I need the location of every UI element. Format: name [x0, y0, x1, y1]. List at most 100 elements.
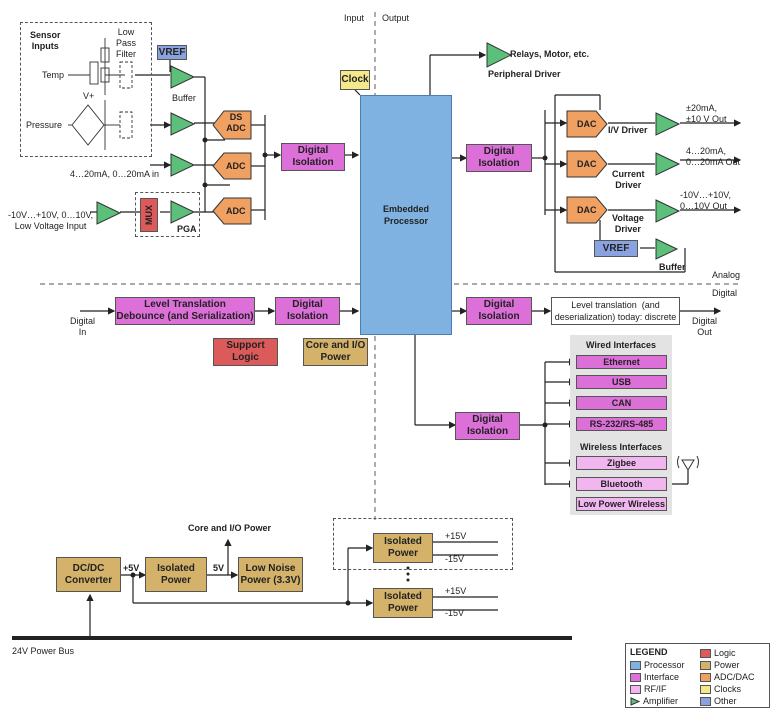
dac-label: DAC [577, 159, 597, 169]
buffer-input-label: Buffer [172, 93, 196, 103]
vref-output-block: VREF [594, 240, 638, 257]
legend-processor: Processor [630, 660, 685, 670]
isolated-power-block: Isolated Power [373, 588, 433, 618]
adc-dac-swatch-icon [700, 672, 711, 682]
voltage-input-label: -10V…+10V, 0…10V, Low Voltage Input [8, 210, 94, 231]
dac-shape [566, 150, 608, 178]
wired-interfaces-title: Wired Interfaces [586, 340, 656, 350]
plus5v-label: +5V [123, 563, 140, 573]
peripheral-driver-amplifier-icon [486, 42, 512, 68]
output-section-label: Output [382, 13, 410, 23]
usb-interface: USB [576, 375, 667, 389]
core-io-power-label: Core and I/O Power [188, 523, 272, 533]
buffer-output-label: Buffer [659, 262, 686, 272]
peripheral-driver-label: Peripheral Driver [488, 69, 561, 79]
digital-section-label: Digital [712, 288, 738, 298]
bluetooth-interface: Bluetooth [576, 477, 667, 491]
adc-shape [212, 197, 252, 225]
low-noise-power-block: Low Noise Power (3.3V) [238, 557, 303, 592]
vplus-label: V+ [83, 91, 95, 101]
analog-section-label: Analog [712, 270, 741, 280]
legend-power: Power [700, 660, 740, 670]
vref-input-block: VREF [157, 45, 187, 60]
power-bus-label: 24V Power Bus [12, 646, 75, 656]
amplifier-icon [170, 153, 196, 177]
output2-label: 4…20mA, 0…20mA Out [686, 146, 741, 167]
plus15v-label: +15V [445, 586, 467, 596]
legend-other: Other [700, 696, 737, 706]
logic-swatch-icon [700, 648, 711, 658]
buffer-amplifier-icon [170, 65, 196, 89]
legend-adc-dac: ADC/DAC [700, 672, 755, 682]
digital-out-label: Digital Out [692, 316, 718, 337]
input-section-label: Input [344, 13, 365, 23]
embedded-processor: Embedded Processor [360, 95, 452, 335]
level-translation-block: Level Translation Debounce (and Serializ… [115, 297, 255, 325]
processor-swatch-icon [630, 660, 641, 670]
clocks-swatch-icon [700, 684, 711, 694]
sensor-inputs-title: Sensor Inputs [30, 30, 61, 51]
digital-isolation-interfaces: Digital Isolation [455, 412, 520, 440]
adc-label: ADC [226, 161, 246, 171]
adc-shape [212, 152, 252, 180]
rs232-rs485-interface: RS-232/RS-485 [576, 417, 667, 431]
current-driver-amplifier-icon [655, 152, 681, 176]
clock-block: Clock [340, 70, 370, 90]
support-logic-block: Support Logic [213, 338, 278, 366]
adc-label: ADC [226, 206, 246, 216]
relays-label: Relays, Motor, etc. [510, 49, 590, 59]
dac-shape [566, 196, 608, 224]
isolated-power-group [333, 518, 513, 570]
temp-label: Temp [42, 70, 65, 80]
legend-title: LEGEND [630, 647, 668, 657]
buffer-output-amplifier-icon [655, 238, 679, 260]
dac-shape [566, 110, 608, 138]
amplifier-icon [170, 112, 196, 136]
rfif-swatch-icon [630, 684, 641, 694]
other-swatch-icon [700, 696, 711, 706]
power-swatch-icon [700, 660, 711, 670]
legend-amplifier: Amplifier [630, 696, 678, 706]
digital-isolation-digital-in: Digital Isolation [275, 297, 340, 325]
5v-label: 5V [213, 563, 225, 573]
dac-label: DAC [577, 205, 597, 215]
dac-label: DAC [577, 119, 597, 129]
output3-label: -10V…+10V, 0…10V Out [680, 190, 731, 211]
wireless-interfaces-title: Wireless Interfaces [580, 442, 662, 452]
digital-isolation-input: Digital Isolation [281, 143, 345, 171]
voltage-driver-amplifier-icon [655, 199, 681, 223]
ethernet-interface: Ethernet [576, 355, 667, 369]
iv-driver-label: I/V Driver [608, 125, 648, 135]
ds-adc-shape [212, 110, 252, 140]
isolated-power-block: Isolated Power [145, 557, 207, 592]
isolated-power-block: Isolated Power [373, 533, 433, 563]
low-power-wireless-interface: Low Power Wireless [576, 497, 667, 511]
amplifier-legend-icon [630, 696, 640, 706]
digital-in-label: Digital In [70, 316, 96, 337]
amplifier-icon [96, 201, 122, 225]
mux-pga-group [135, 192, 200, 237]
legend-interface: Interface [630, 672, 679, 682]
minus15v-label: -15V [445, 608, 465, 618]
digital-isolation-digital-out: Digital Isolation [466, 297, 532, 325]
core-io-power-block: Core and I/O Power [303, 338, 368, 366]
current-input-label: 4…20mA, 0…20mA in [70, 169, 160, 179]
plus15v-label: +15V [445, 531, 467, 541]
pga-amplifier-icon [170, 200, 196, 224]
zigbee-interface: Zigbee [576, 456, 667, 470]
legend-clocks: Clocks [700, 684, 741, 694]
interface-swatch-icon [630, 672, 641, 682]
output1-label: ±20mA, ±10 V Out [686, 103, 727, 124]
legend-rfif: RF/IF [630, 684, 667, 694]
sensor-inputs-group [20, 22, 152, 157]
voltage-driver-label: Voltage Driver [612, 213, 644, 234]
low-pass-filter-label: Low Pass Filter [116, 27, 137, 59]
mux-block: MUX [140, 198, 158, 232]
ds-adc-label: DS ADC [226, 112, 246, 133]
minus15v-label: -15V [445, 554, 465, 564]
dcdc-converter-block: DC/DC Converter [56, 557, 121, 592]
pga-label: PGA [177, 224, 197, 234]
level-translation-output-block: Level translation (and deserialization) … [551, 297, 680, 325]
legend-box: LEGEND Processor Logic Interface Power R… [625, 643, 770, 708]
